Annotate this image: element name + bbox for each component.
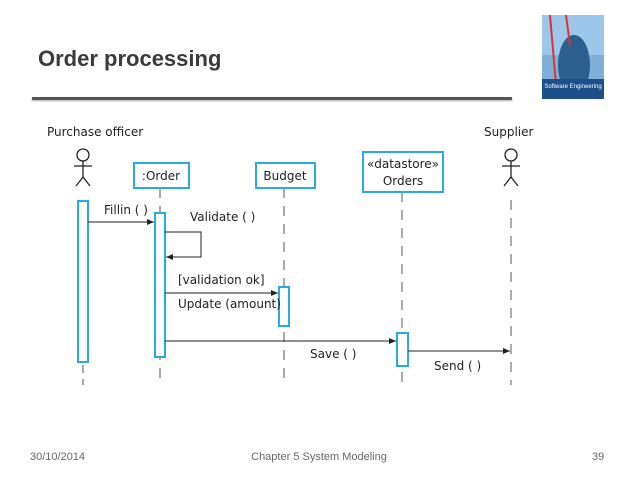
- object-order: [133, 162, 190, 189]
- object-stereotype-datastore: «datastore»: [367, 157, 439, 171]
- activation-budget: [278, 286, 290, 327]
- message-label-send: Send ( ): [434, 359, 481, 373]
- object-budget: [255, 162, 316, 189]
- message-label-fillin: Fillin ( ): [104, 203, 148, 217]
- object-label-orders: Orders: [383, 174, 423, 188]
- actor-label-purchase-officer: Purchase officer: [47, 125, 143, 139]
- book-cover-image: Software Engineering: [542, 15, 604, 99]
- title-divider: [32, 97, 512, 100]
- book-cover-title: Software Engineering: [544, 84, 601, 90]
- page-number: 39: [592, 451, 605, 463]
- message-label-save: Save ( ): [310, 347, 356, 361]
- message-label-validate: Validate ( ): [190, 210, 255, 224]
- object-label-order: :Order: [142, 169, 180, 183]
- message-guard-validation-ok: [validation ok]: [178, 273, 265, 287]
- activation-orders: [396, 332, 409, 367]
- activation-purchase-officer: [77, 200, 89, 363]
- activation-order: [154, 212, 166, 358]
- footer-date: 30/10/2014: [30, 451, 86, 463]
- actor-label-supplier: Supplier: [484, 125, 534, 139]
- actor-supplier: [502, 148, 520, 187]
- slide-title: Order processing: [38, 46, 222, 71]
- message-arrow-validate: [165, 231, 202, 260]
- footer-chapter: Chapter 5 System Modeling: [251, 451, 387, 463]
- message-label-update: Update (amount): [178, 297, 281, 311]
- object-label-budget: Budget: [263, 169, 306, 183]
- actor-purchase-officer: [74, 148, 92, 187]
- object-orders-datastore: [362, 151, 444, 193]
